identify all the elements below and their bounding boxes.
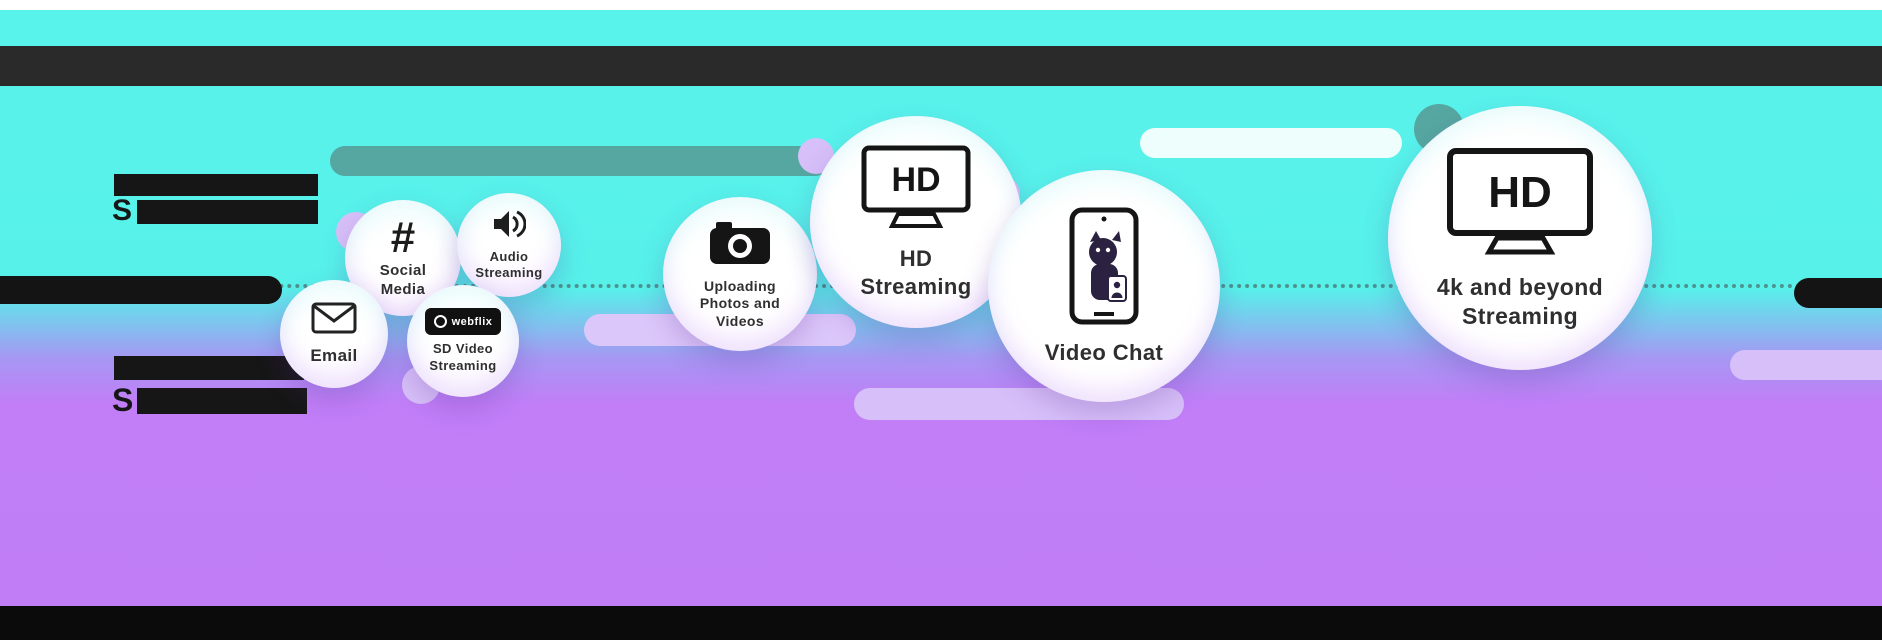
- camera-icon: [708, 218, 772, 271]
- header-bar: [0, 46, 1882, 86]
- decor-pill-teal: [330, 146, 830, 176]
- hd-logo-text: HD: [1488, 168, 1552, 217]
- decor-pill-lavender: [1730, 350, 1882, 380]
- bubble-label: Audio Streaming: [475, 248, 543, 280]
- bubble-label: HD Streaming: [860, 246, 972, 299]
- webflix-logo-icon: webflix: [424, 308, 502, 336]
- hd-tv-icon: HD: [1445, 146, 1595, 265]
- bubble-email: Email: [280, 280, 388, 388]
- bubble-label: SD Video Streaming: [429, 341, 497, 373]
- hd-tv-icon: HD: [860, 144, 972, 237]
- footer-bar: [0, 606, 1882, 640]
- webflix-logo-text: webflix: [451, 315, 493, 328]
- speaker-icon: [492, 209, 527, 244]
- bubble-4k-streaming: HD 4k and beyond Streaming: [1388, 106, 1652, 370]
- decor-pill-white: [1140, 128, 1402, 158]
- bubble-label: Video Chat: [1044, 339, 1164, 365]
- edge-label-bar-left: [0, 276, 282, 304]
- hd-logo-text: HD: [891, 161, 940, 199]
- envelope-icon: [311, 302, 357, 339]
- edge-label-bar-right: [1794, 278, 1882, 308]
- bubble-hd-streaming: HD HD Streaming: [810, 116, 1022, 328]
- redacted-text-bar: [114, 174, 318, 196]
- bubble-audio-streaming: Audio Streaming: [457, 193, 561, 297]
- bubble-label: Social Media: [379, 262, 427, 298]
- bubble-label: Email: [310, 345, 358, 365]
- bubble-sd-video-streaming: webflix SD Video Streaming: [407, 285, 519, 397]
- webflix-dot-icon: [433, 315, 447, 329]
- bubble-video-chat: Video Chat: [988, 170, 1220, 402]
- bubble-uploading-photos-videos: Uploading Photos and Videos: [663, 197, 817, 351]
- redacted-text-prefix: S: [112, 382, 134, 418]
- redacted-text-bar: [137, 388, 307, 414]
- bubble-label: Uploading Photos and Videos: [699, 277, 781, 329]
- bubble-label: 4k and beyond Streaming: [1436, 273, 1604, 329]
- redacted-text-prefix: S: [112, 194, 133, 227]
- redacted-text-bar: [114, 356, 304, 380]
- phone-video-chat-icon: [1067, 206, 1141, 331]
- redacted-text-bar: [137, 200, 318, 224]
- hashtag-icon: #: [390, 213, 416, 263]
